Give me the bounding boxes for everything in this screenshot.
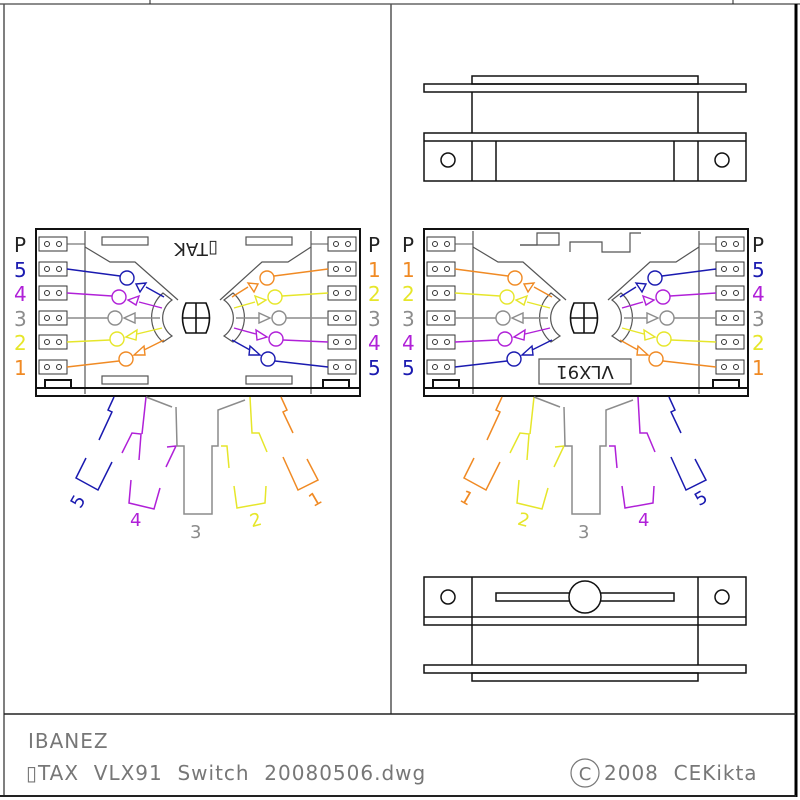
otak-right-wires (231, 268, 329, 368)
lug-label-3: 3 (578, 522, 589, 543)
vlx91-left-wires (454, 268, 553, 368)
label-p: P (368, 233, 380, 257)
otak-switch-top-view: ▯TAK P 5 4 3 2 1 P 1 2 3 4 5 (14, 228, 381, 397)
vlx91-switch-top-view: VLX91 P 1 2 3 4 5 P 5 4 3 2 1 (402, 228, 765, 397)
lug-label-3: 3 (190, 522, 201, 543)
label-5: 5 (752, 258, 765, 282)
label-5: 5 (368, 356, 381, 380)
otak-right-labels: P 1 2 3 4 5 (368, 233, 381, 380)
vlx91-right-terminals (715, 236, 745, 375)
otak-left-labels: P 5 4 3 2 1 (14, 233, 27, 380)
otak-lug-labels: 5 4 3 2 1 (66, 488, 325, 543)
label-2: 2 (752, 331, 765, 355)
switch-side-view-top (423, 75, 747, 182)
label-5: 5 (402, 356, 415, 380)
otak-right-terminals (327, 236, 357, 375)
vlx91-right-labels: P 5 4 3 2 1 (752, 233, 765, 380)
vlx91-right-wires (619, 268, 717, 368)
lug-label-2: 2 (515, 509, 531, 532)
otak-left-terminals (38, 236, 68, 375)
vlx91-solder-lugs (463, 396, 708, 515)
lug-label-2: 2 (248, 509, 264, 532)
svg-text:C: C (579, 764, 592, 785)
label-1: 1 (402, 258, 415, 282)
label-2: 2 (368, 282, 381, 306)
label-4: 4 (402, 331, 415, 355)
lug-label-4: 4 (130, 510, 141, 531)
label-p: P (752, 233, 764, 257)
label-4: 4 (752, 282, 765, 306)
lug-label-4: 4 (638, 510, 649, 531)
title-filename: ▯TAX VLX91 Switch 20080506.dwg (26, 761, 426, 785)
label-3: 3 (368, 307, 381, 331)
lug-label-5: 5 (66, 492, 90, 512)
otak-label: ▯TAK (173, 238, 218, 259)
lug-label-5: 5 (691, 487, 711, 511)
vlx91-left-terminals (426, 236, 456, 375)
label-4: 4 (368, 331, 381, 355)
label-3: 3 (752, 307, 765, 331)
label-p: P (14, 233, 26, 257)
vlx91-label: VLX91 (556, 361, 614, 382)
label-1: 1 (368, 258, 381, 282)
label-3: 3 (14, 307, 27, 331)
label-2: 2 (14, 331, 27, 355)
switch-side-view-bottom (423, 576, 747, 682)
label-1: 1 (752, 356, 765, 380)
title-block: IBANEZ ▯TAX VLX91 Switch 20080506.dwg C … (26, 729, 758, 788)
lug-label-1: 1 (456, 486, 476, 510)
label-1: 1 (14, 356, 27, 380)
label-3: 3 (402, 307, 415, 331)
label-4: 4 (14, 282, 27, 306)
copyright-icon: C (570, 758, 600, 788)
copyright-text: 2008 CEKikta (604, 761, 758, 785)
vlx91-left-labels: P 1 2 3 4 5 (402, 233, 415, 380)
label-p: P (402, 233, 414, 257)
title-manufacturer: IBANEZ (28, 729, 109, 753)
label-5: 5 (14, 258, 27, 282)
label-2: 2 (402, 282, 415, 306)
otak-left-wires (66, 268, 165, 368)
otak-solder-lugs (75, 396, 320, 515)
lug-label-1: 1 (305, 488, 325, 512)
